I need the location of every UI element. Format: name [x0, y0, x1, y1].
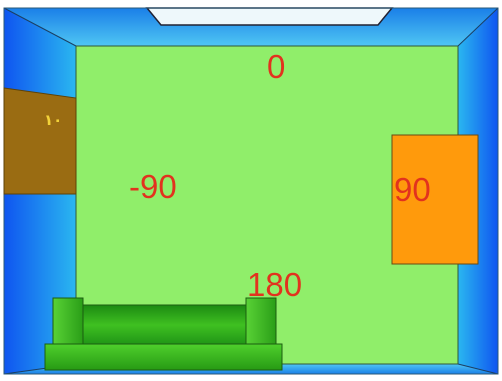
angle-label-right: 90: [394, 173, 431, 206]
sofa-right-arm: [246, 298, 276, 346]
angle-label-left: -90: [129, 170, 177, 203]
angle-label-front: 0: [267, 50, 285, 83]
sofa-seat: [45, 344, 282, 370]
sofa-back: [76, 305, 252, 345]
sofa[interactable]: [45, 298, 282, 370]
angle-label-back: 180: [247, 268, 302, 301]
door[interactable]: [4, 88, 76, 194]
door-number-label: ١٠: [44, 113, 62, 128]
window: [147, 8, 392, 25]
sofa-left-arm: [53, 298, 83, 346]
